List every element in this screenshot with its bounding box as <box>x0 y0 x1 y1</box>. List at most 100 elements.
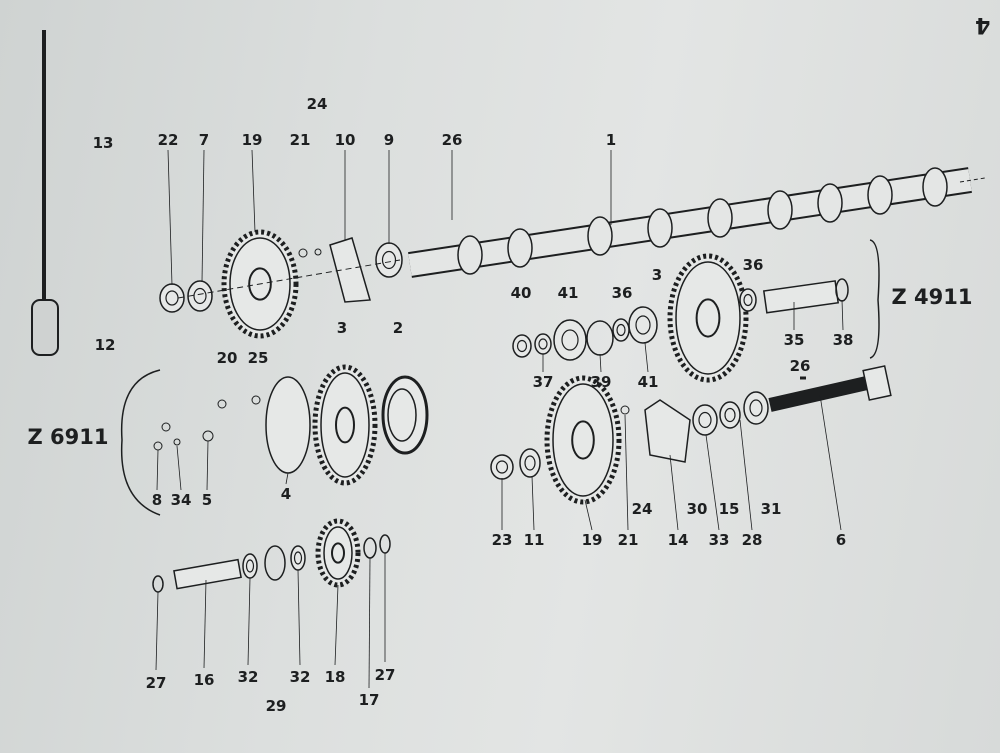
leader-line <box>247 577 251 666</box>
ring-36-hole <box>616 323 626 337</box>
bush-32 <box>242 553 258 579</box>
pin-16 <box>173 558 242 590</box>
part-number-label: 7 <box>198 131 210 149</box>
gear-3-right <box>667 253 749 383</box>
part-number-label: 2 <box>392 319 404 337</box>
part-number-label: 18 <box>324 668 346 686</box>
part-number-label: 30 <box>686 500 708 518</box>
part-number-label: 8 <box>151 491 163 509</box>
cam-lobe <box>647 208 673 248</box>
gear-19-bottom <box>544 375 622 505</box>
washer-17 <box>363 537 377 559</box>
nut-40-hole <box>516 339 528 353</box>
nut-23 <box>490 454 514 480</box>
flange-plate-14 <box>644 399 691 463</box>
spline-6 <box>862 365 892 401</box>
leader-line <box>644 342 649 373</box>
part-number-label: 36 <box>742 256 764 274</box>
nut-23-hole <box>495 460 509 474</box>
shaft-6 <box>768 373 882 412</box>
part-number-label: 27 <box>374 666 396 684</box>
part-number-label: 3 <box>336 319 348 337</box>
bearing-41b-hole <box>635 315 651 335</box>
part-number-label: 12 <box>94 336 116 354</box>
gear-19-bottom-hub <box>571 420 595 460</box>
gear-19-bottom-rim <box>552 383 614 497</box>
circlip-38 <box>835 278 849 302</box>
bearing-41 <box>553 319 587 361</box>
bearing-31 <box>743 391 769 425</box>
bearing-33-hole <box>698 411 712 429</box>
part-number-label: 19 <box>241 131 263 149</box>
part-number-label: 40 <box>510 284 532 302</box>
cam-lobe <box>767 190 793 230</box>
lockwasher-37-hole <box>538 338 548 350</box>
part-number-label: 37 <box>532 373 554 391</box>
part-number-label: 23 <box>491 531 513 549</box>
lock-washer-24 <box>314 248 322 256</box>
cam-lobe <box>922 167 948 207</box>
brace-z4911 <box>869 239 880 359</box>
bearing-41b <box>628 306 658 344</box>
ring-36 <box>612 318 630 342</box>
part-number-label: 10 <box>334 131 356 149</box>
leader-line <box>599 353 602 373</box>
bolt-21b <box>620 405 630 415</box>
part-number-label: 19 <box>581 531 603 549</box>
bolt-20 <box>217 399 227 409</box>
nut-5 <box>202 430 214 442</box>
part-number-label: 35 <box>783 331 805 349</box>
part-number-label: 6 <box>835 531 847 549</box>
part-number-label: 13 <box>92 134 114 152</box>
leader-line <box>201 149 205 283</box>
leader-line <box>334 584 339 666</box>
gear-3-left-rim <box>320 372 370 478</box>
part-number-label: 41 <box>637 373 659 391</box>
leader-line <box>819 394 842 531</box>
part-number-label: 3 <box>651 266 663 284</box>
cam-lobe <box>817 183 843 223</box>
page-number: 4 <box>974 12 990 37</box>
assembly-group-label: Z 4911 <box>891 285 973 309</box>
washer-7-hole <box>193 287 207 305</box>
part-number-label: 33 <box>708 531 730 549</box>
cam-lobe <box>707 198 733 238</box>
part-number-label: 29 <box>265 697 287 715</box>
leader-line <box>167 149 173 286</box>
part-number-label: 11 <box>523 531 545 549</box>
hub-2 <box>381 375 429 455</box>
part-number-label: 27 <box>145 674 167 692</box>
ring-36b-hole <box>743 293 753 307</box>
thrust-washer-9-hole <box>381 250 397 270</box>
circlip-27b <box>379 534 391 554</box>
shaft-35 <box>762 280 840 314</box>
part-number-label: 31 <box>760 500 782 518</box>
assembly-group-label: Z 6911 <box>27 425 109 449</box>
spacer-15-hole <box>724 407 736 423</box>
part-number-label: 9 <box>383 131 395 149</box>
part-number-label: 4 <box>280 485 292 503</box>
part-number-label: 32 <box>237 668 259 686</box>
part-number-label: 36 <box>611 284 633 302</box>
leader-line <box>705 434 720 531</box>
cam-lobe <box>867 175 893 215</box>
washer-11 <box>519 448 541 478</box>
leader-line <box>584 499 593 531</box>
centre-line <box>959 177 986 183</box>
ring-36b <box>739 288 757 312</box>
bush-32b-hole <box>293 551 303 565</box>
leader-line <box>155 591 159 671</box>
part-number-label: 24 <box>306 95 328 113</box>
part-number-label: 1 <box>605 131 617 149</box>
cam-lobe <box>587 216 613 256</box>
part-number-label: 34 <box>170 491 192 509</box>
gear-3-right-hub <box>695 298 721 338</box>
part-number-label: 20 <box>216 349 238 367</box>
idler-gear-18 <box>315 518 361 588</box>
part-number-label: 5 <box>201 491 213 509</box>
hub-2-inner <box>387 388 417 442</box>
part-number-label: 25 <box>247 349 269 367</box>
bearing-33 <box>692 404 718 436</box>
part-number-label: 17 <box>358 691 380 709</box>
